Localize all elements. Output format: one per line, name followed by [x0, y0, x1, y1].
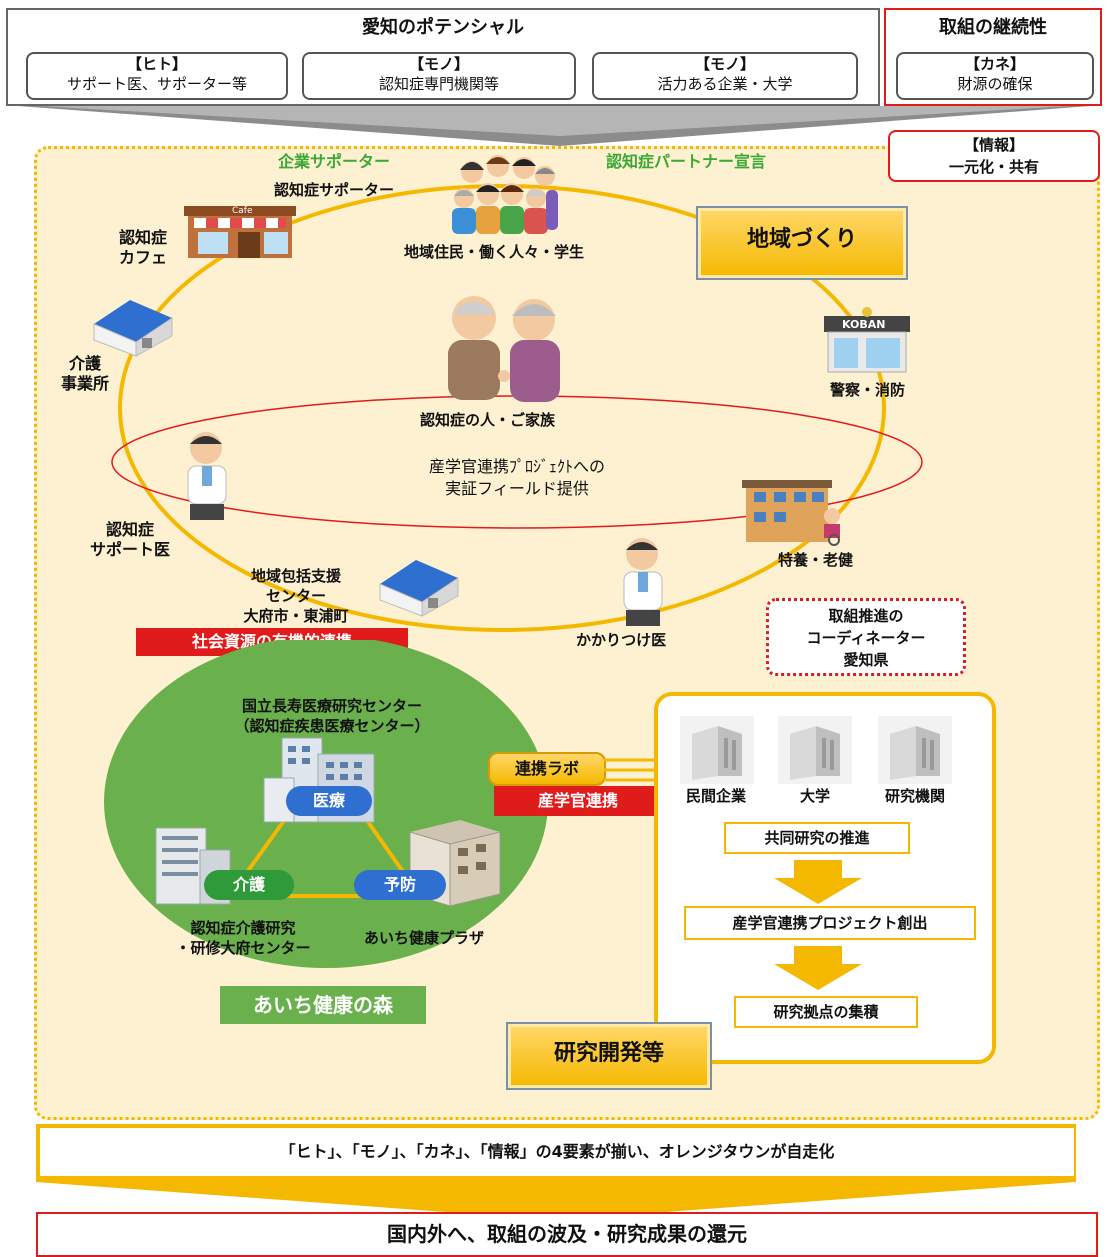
support-doctor-label: 認知症サポート医	[89, 520, 170, 559]
support-center-label: 地域包括支援 センター 大府市・東浦町	[243, 567, 349, 625]
org-university-label: 大学	[799, 787, 830, 805]
prevention-node: 予防	[354, 870, 446, 900]
company-supporter-label: 企業サポーター	[278, 152, 391, 171]
nursing-home-icon	[742, 480, 840, 546]
care-center-label: 認知症介護研究・研修大府センター	[175, 919, 311, 957]
support-center-icon	[379, 560, 459, 617]
potential-item-kane: 【カネ】 財源の確保	[896, 52, 1094, 100]
lab-badge: 連携ラボ	[488, 752, 606, 786]
care-office-icon	[93, 300, 173, 357]
partner-declaration-label: 認知症パートナー宣言	[606, 152, 767, 171]
company-building-icon	[680, 716, 754, 784]
header-funnel-arrow	[18, 106, 1090, 146]
university-building-icon	[778, 716, 852, 784]
family-doctor-label: かかりつけ医	[576, 631, 667, 649]
svg-text:Cafe: Cafe	[232, 206, 253, 216]
elderly-couple-illustration	[448, 296, 560, 402]
svg-text:KOBAN: KOBAN	[842, 318, 885, 331]
step-research-hub: 研究拠点の集積	[734, 996, 918, 1028]
org-research-label: 研究機関	[884, 787, 945, 805]
potential-item-hito: 【ヒト】 サポート医、サポーター等	[26, 52, 288, 100]
cafe-label: 認知症カフェ	[118, 228, 167, 267]
family-doctor-illustration	[623, 538, 663, 626]
coordinator-box: 取組推進の コーディネーター 愛知県	[766, 598, 966, 676]
step-joint-research: 共同研究の推進	[724, 822, 910, 854]
potential-item-mono-2: 【モノ】 活力ある企業・大学	[592, 52, 858, 100]
rd-title-box: 研究開発等	[506, 1022, 712, 1090]
care-office-label: 介護事業所	[60, 354, 109, 393]
ncgg-label: 国立長寿医療研究センター（認知症疾患医療センター）	[234, 697, 430, 735]
dementia-supporter-label: 認知症サポーター	[274, 181, 395, 199]
residents-label: 地域住民・働く人々・学生	[404, 243, 585, 261]
summary-bar: 「ヒト」、「モノ」、「カネ」、「情報」の4要素が揃い、オレンジタウンが自走化	[40, 1128, 1074, 1176]
care-node: 介護	[204, 870, 294, 900]
nursing-label: 特養・老健	[778, 551, 854, 569]
collab-banner: 産学官連携	[494, 786, 662, 816]
persons-family-label: 認知症の人・ご家族	[420, 411, 556, 429]
plaza-label: あいち健康プラザ	[364, 929, 485, 947]
org-company-label: 民間企業	[685, 787, 746, 805]
continuity-title: 取組の継続性	[939, 17, 1047, 38]
support-doctor-illustration	[187, 432, 227, 520]
cafe-icon: Cafe	[184, 206, 296, 258]
field-provision-text: 産学官連携ﾌﾟﾛｼﾞｪｸﾄへの実証フィールド提供	[428, 457, 605, 498]
research-institute-icon	[878, 716, 952, 784]
info-box: 【情報】 一元化・共有	[888, 130, 1100, 182]
medical-node: 医療	[286, 786, 372, 816]
step-project-creation: 産学官連携プロジェクト創出	[684, 906, 976, 940]
koban-icon: KOBAN	[824, 307, 910, 373]
health-forest-name: あいち健康の森	[220, 986, 426, 1024]
step-arrow-1	[774, 860, 862, 904]
police-fire-label: 警察・消防	[830, 381, 906, 399]
potential-title: 愛知のポテンシャル	[362, 17, 524, 38]
result-box: 国内外へ、取組の波及・研究成果の還元	[36, 1212, 1098, 1257]
potential-item-mono-1: 【モノ】 認知症専門機関等	[302, 52, 576, 100]
crowd-illustration	[452, 155, 558, 234]
lab-connector	[604, 758, 656, 782]
chiiki-zukuri-box: 地域づくり	[696, 206, 908, 280]
step-arrow-2	[774, 946, 862, 990]
